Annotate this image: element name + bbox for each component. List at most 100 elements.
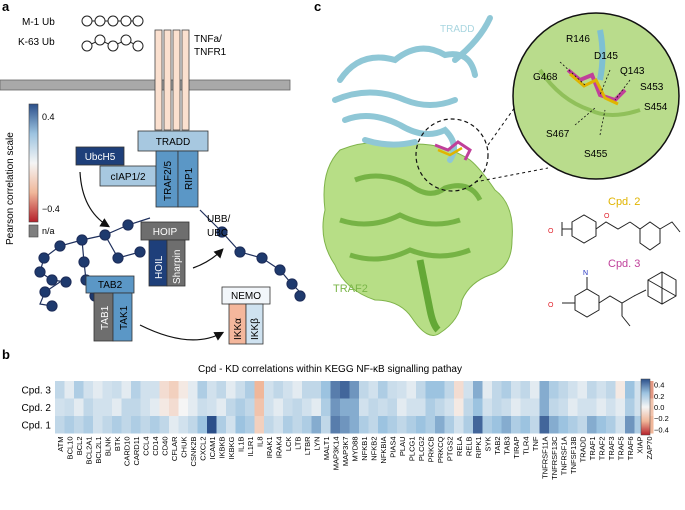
heatmap-cell [435, 416, 445, 434]
heatmap-gene-label: TNF [531, 436, 540, 451]
heatmap-cell [587, 381, 597, 399]
heatmap-cell [292, 381, 302, 399]
heatmap-colorbar-tick: 0.4 [654, 381, 664, 390]
heatmap-cell [131, 416, 141, 434]
heatmap-row-label: Cpd. 1 [22, 420, 52, 431]
heatmap-cell [492, 381, 502, 399]
heatmap-cell [226, 381, 236, 399]
heatmap-cell [378, 381, 388, 399]
heatmap-cell [625, 398, 635, 416]
heatmap-cell [264, 398, 274, 416]
colorbar-a-na: n/a [42, 226, 55, 236]
heatmap-cell [435, 398, 445, 416]
heatmap-cell [102, 416, 112, 434]
heatmap-cell [539, 381, 549, 399]
heatmap-cell [454, 416, 464, 434]
heatmap-cell [302, 398, 312, 416]
heatmap-cell [501, 381, 511, 399]
heatmap-gene-label: BTK [113, 437, 122, 452]
ikka-box: IKKα [228, 303, 247, 345]
heatmap-cell [359, 398, 369, 416]
tab1-label: TAB1 [100, 305, 111, 330]
heatmap-cell [634, 416, 644, 434]
svg-text:O: O [548, 228, 554, 235]
heatmap-cell [64, 398, 74, 416]
ubch5-box: UbcH5 [75, 146, 125, 166]
heatmap-cell [311, 416, 321, 434]
heatmap-gene-label: PLCG2 [417, 437, 426, 462]
heatmap-gene-label: TRAF6 [626, 437, 635, 461]
heatmap-cell [283, 398, 293, 416]
heatmap-cell [150, 381, 160, 399]
heatmap-cell [273, 416, 283, 434]
tab2-box: TAB2 [85, 275, 135, 294]
heatmap-gene-label: ZAP70 [645, 437, 654, 460]
ciap-box: cIAP1/2 [99, 165, 157, 187]
residue-s455: S455 [584, 149, 608, 160]
cpd2-structure: O O [548, 213, 681, 251]
heatmap-cell [577, 416, 587, 434]
heatmap-cell [216, 381, 226, 399]
heatmap-cell [549, 398, 559, 416]
ubb-label-2: UBC [207, 228, 228, 239]
residue-r146: R146 [566, 34, 590, 45]
svg-text:O: O [604, 213, 610, 220]
heatmap-cell [83, 398, 93, 416]
heatmap-cell [340, 398, 350, 416]
heatmap-cell [454, 398, 464, 416]
heatmap-gene-label: LYN [312, 437, 321, 451]
heatmap-cell [197, 398, 207, 416]
tak1-label: TAK1 [119, 305, 130, 330]
heatmap-cell [245, 398, 255, 416]
heatmap-cell [188, 416, 198, 434]
heatmap-cell [93, 398, 103, 416]
ubch5-label: UbcH5 [85, 152, 116, 163]
heatmap-cell [340, 416, 350, 434]
heatmap-gene-label: TNFRSF1A [559, 437, 568, 476]
nemo-label: NEMO [231, 291, 261, 302]
heatmap-gene-label: ICAM1 [208, 437, 217, 460]
colorbar-a-na-swatch [28, 224, 39, 238]
heatmap-cell [568, 416, 578, 434]
heatmap-cell [55, 398, 65, 416]
heatmap-cell [596, 416, 606, 434]
heatmap-gene-label: IRAK1 [265, 437, 274, 459]
heatmap-gene-label: MYD88 [350, 437, 359, 462]
heatmap-gene-label: TIRAP [512, 437, 521, 459]
tradd-structure [332, 15, 493, 163]
heatmap-cell [606, 381, 616, 399]
heatmap-gene-label: CSNK2B [189, 437, 198, 467]
heatmap-cell [530, 381, 540, 399]
heatmap-gene-label: TAB2 [493, 437, 502, 455]
pathway-arrows [79, 171, 225, 341]
heatmap-cell [235, 416, 245, 434]
heatmap-cell [520, 398, 530, 416]
heatmap-gene-label: IKBKG [227, 436, 236, 459]
heatmap-cell [131, 398, 141, 416]
heatmap-colorbar-tick: 0.2 [654, 392, 664, 401]
heatmap-cell [188, 398, 198, 416]
hoip-label: HOIP [153, 227, 178, 238]
heatmap-cell [102, 398, 112, 416]
heatmap-gene-label: PTGS2 [445, 437, 454, 462]
heatmap-cell [245, 416, 255, 434]
heatmap-cell [501, 416, 511, 434]
heatmap-cell [283, 381, 293, 399]
panel-label-c: c [314, 0, 321, 14]
heatmap-gene-label: CARD11 [132, 437, 141, 466]
traf25-box: TRAF2/5 [155, 150, 179, 208]
tab1-box: TAB1 [93, 292, 114, 342]
heatmap-gene-label: BCL10 [65, 437, 74, 460]
heatmap-cell [520, 381, 530, 399]
heatmap-cell [416, 398, 426, 416]
ub-legend-k63: K-63 Ub [18, 37, 55, 48]
heatmap-cell [55, 381, 65, 399]
heatmap-gene-label: TLR4 [521, 437, 530, 455]
heatmap-cell [254, 416, 264, 434]
tnfr1-receptor [154, 29, 190, 131]
heatmap-cell [55, 416, 65, 434]
heatmap-cell [606, 416, 616, 434]
heatmap-gene-label: NFKB1 [360, 437, 369, 461]
heatmap-cells [55, 381, 654, 434]
